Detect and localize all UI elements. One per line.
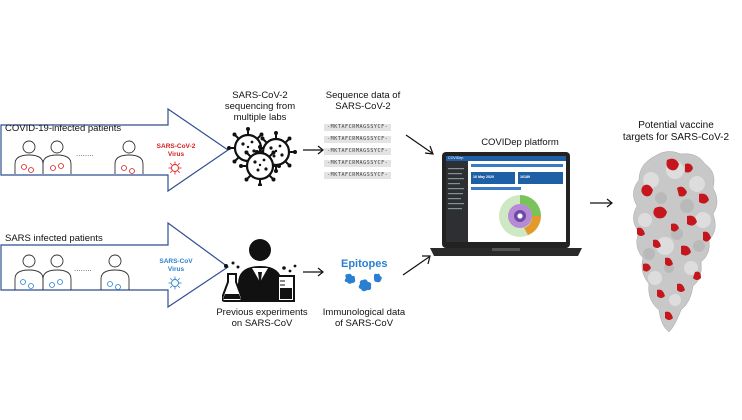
laptop-icon: 16 May 2020 16189 [430, 152, 582, 256]
virus-word: Virus [167, 151, 185, 158]
sequence-row: -MKTAFCRMAGSSYCF- [324, 124, 392, 131]
patient-icon [114, 140, 144, 174]
virus-name: SARS-CoV [159, 258, 193, 265]
virus-name: SARS-CoV-2 [156, 143, 196, 150]
arrow-icon [405, 134, 434, 155]
patient-icon [14, 140, 44, 174]
scientist-icon [222, 239, 297, 302]
arrow-icon [303, 267, 324, 277]
arrow-icon [402, 255, 431, 276]
sequence-data-label: Sequence data of SARS-CoV-2 [318, 90, 408, 112]
label-line: targets for SARS-CoV-2 [622, 132, 730, 143]
label-line: multiple labs [233, 112, 287, 123]
label-line: of SARS-CoV [334, 318, 394, 329]
patient-icon [42, 254, 72, 290]
arrow-icon [303, 145, 324, 155]
patient-icon [42, 140, 72, 174]
sequencing-label: SARS-CoV-2 sequencing from multiple labs [215, 90, 305, 123]
label-line: on SARS-CoV [231, 318, 293, 329]
experiments-label: Previous experiments on SARS-CoV [212, 307, 312, 329]
patients-ellipsis: ........ [74, 264, 92, 273]
screen-count: 16189 [520, 175, 530, 179]
blue-virus-icon [168, 276, 182, 290]
sequence-row: -MKTAFCRMAGSSYCF- [324, 136, 392, 143]
patient-icon [14, 254, 44, 290]
patient-icon [100, 254, 130, 290]
sars-cov-virus-label: SARS-CoV Virus [148, 258, 204, 274]
label-line: SARS-CoV-2 [335, 101, 391, 112]
sequence-row: -MKTAFCRMAGSSYCF- [324, 172, 392, 179]
sequence-row: -MKTAFCRMAGSSYCF- [324, 148, 392, 155]
immunological-label: Immunological data of SARS-CoV [318, 307, 410, 329]
label-line: sequencing from [224, 101, 296, 112]
screen-app-name: COVIDep [448, 156, 464, 160]
virus-word: Virus [167, 266, 185, 273]
sequence-row: -MKTAFCRMAGSSYCF- [324, 160, 392, 167]
covid-patients-arrow [0, 108, 230, 192]
screen-date: 16 May 2020 [473, 175, 494, 179]
virus-particles-icon [225, 126, 299, 186]
covid-patients-label: COVID-19-infected patients [5, 123, 122, 134]
label-line: Previous experiments [216, 307, 308, 318]
red-virus-icon [168, 161, 182, 175]
sars-patients-arrow [0, 222, 230, 308]
epitopes-title: Epitopes [341, 258, 388, 270]
epitope-molecules-icon [344, 273, 382, 292]
patients-ellipsis: ........ [76, 149, 94, 158]
label-line: Sequence data of [325, 90, 401, 101]
sars-patients-label: SARS infected patients [5, 233, 103, 244]
label-line: Potential vaccine [638, 120, 714, 131]
label-line: Immunological data [322, 307, 406, 318]
sars-cov-2-virus-label: SARS-CoV-2 Virus [148, 143, 204, 159]
arrow-icon [590, 198, 613, 208]
label-line: SARS-CoV-2 [232, 90, 288, 101]
platform-label: COVIDep platform [481, 137, 559, 148]
spike-protein-structure-icon [633, 151, 718, 333]
targets-label: Potential vaccine targets for SARS-CoV-2 [610, 120, 742, 144]
